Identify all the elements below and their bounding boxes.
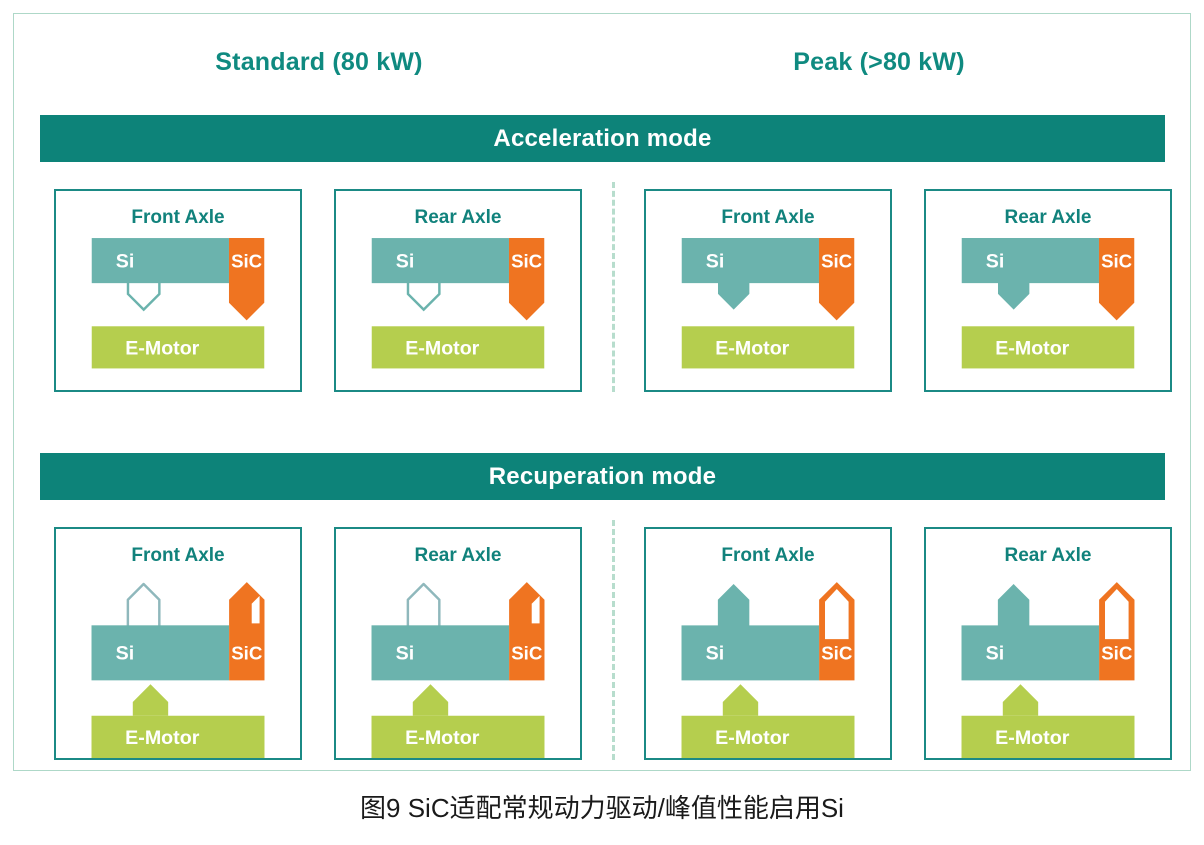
sic-block-with-solid-arrow — [508, 238, 545, 321]
emotor-label: E-Motor — [995, 338, 1069, 360]
panel-recup-standard-rear[interactable]: Rear Axle Si SiC E-Motor — [334, 527, 582, 760]
axle-diagram: Si SiC E-Motor — [681, 582, 855, 758]
si-label: Si — [706, 643, 725, 665]
emotor-label: E-Motor — [995, 727, 1070, 749]
si-label: Si — [986, 643, 1005, 665]
panel-accel-peak-rear[interactable]: Rear Axle Si SiC E-Motor — [924, 189, 1172, 392]
column-header-peak: Peak (>80 kW) — [793, 48, 965, 76]
sic-power-arrow-hollow — [1105, 588, 1129, 640]
emotor-block — [371, 326, 545, 369]
sic-power-arrow-hollow — [825, 588, 849, 640]
panel-accel-standard-front[interactable]: Front Axle Si SiC E-Motor — [54, 189, 302, 392]
emotor-power-arrow-solid — [722, 684, 759, 716]
axle-diagram: Si SiC E-Motor — [91, 582, 265, 758]
si-label: Si — [706, 250, 725, 272]
panel-title: Rear Axle — [1004, 207, 1092, 228]
axle-diagram: Si SiC E-Motor — [371, 238, 545, 369]
emotor-label: E-Motor — [715, 727, 790, 749]
sic-block-with-solid-arrow — [228, 238, 265, 321]
panel-accel-peak-front[interactable]: Front Axle Si SiC E-Motor — [644, 189, 892, 392]
si-block — [371, 238, 509, 284]
sic-arrow-notch — [251, 595, 260, 624]
emotor-label: E-Motor — [715, 338, 789, 360]
emotor-block — [681, 326, 855, 369]
figure-frame: Standard (80 kW) Peak (>80 kW) Accelerat… — [13, 13, 1191, 771]
si-label: Si — [986, 250, 1005, 272]
emotor-label: E-Motor — [405, 338, 479, 360]
emotor-power-arrow-solid — [132, 684, 169, 716]
sic-label: SiC — [1101, 250, 1132, 271]
sic-label: SiC — [821, 643, 852, 664]
si-label: Si — [116, 250, 135, 272]
sic-block-with-solid-arrow — [818, 238, 855, 321]
emotor-power-arrow-solid — [1002, 684, 1039, 716]
panel-title: Rear Axle — [414, 545, 502, 566]
panel-recup-standard-front[interactable]: Front Axle Si SiC E-Motor — [54, 527, 302, 760]
emotor-block — [91, 715, 265, 758]
axle-diagram: Si SiC E-Motor — [371, 582, 545, 758]
sic-arrow-notch — [531, 595, 540, 624]
sic-label: SiC — [231, 250, 262, 271]
axle-diagram: Si SiC E-Motor — [961, 238, 1135, 369]
emotor-block — [961, 715, 1135, 758]
axle-diagram: Si SiC E-Motor — [681, 238, 855, 369]
panel-accel-standard-rear[interactable]: Rear Axle Si SiC E-Motor — [334, 189, 582, 392]
emotor-block — [91, 326, 265, 369]
emotor-label: E-Motor — [405, 727, 480, 749]
axle-diagram: Si SiC E-Motor — [961, 582, 1135, 758]
banner-acceleration-mode: Acceleration mode — [40, 115, 1165, 162]
panel-recup-peak-rear[interactable]: Rear Axle Si SiC E-Motor — [924, 527, 1172, 760]
si-block-with-solid-arrow — [681, 584, 820, 681]
panel-title: Rear Axle — [1004, 545, 1092, 566]
si-block-with-solid-arrow — [681, 238, 819, 310]
emotor-power-arrow-solid — [412, 684, 449, 716]
banner-acceleration-label: Acceleration mode — [493, 124, 712, 152]
sic-label: SiC — [511, 250, 542, 271]
sic-label: SiC — [511, 643, 542, 664]
panel-title: Rear Axle — [414, 207, 502, 228]
banner-recuperation-label: Recuperation mode — [488, 462, 717, 490]
emotor-block — [681, 715, 855, 758]
si-label: Si — [116, 643, 135, 665]
column-headers: Standard (80 kW) Peak (>80 kW) — [14, 48, 1192, 92]
emotor-label: E-Motor — [125, 338, 199, 360]
column-header-standard: Standard (80 kW) — [215, 48, 423, 76]
panel-title: Front Axle — [131, 545, 225, 566]
si-block — [371, 625, 510, 681]
si-label: Si — [396, 250, 415, 272]
panel-title: Front Axle — [721, 545, 815, 566]
sic-label: SiC — [821, 250, 852, 271]
group-divider-acceleration — [612, 182, 615, 392]
sic-label: SiC — [1101, 643, 1132, 664]
panel-title: Front Axle — [721, 207, 815, 228]
si-block — [91, 238, 229, 284]
emotor-label: E-Motor — [125, 727, 200, 749]
figure-caption: 图9 SiC适配常规动力驱动/峰值性能启用Si — [360, 793, 844, 823]
si-label: Si — [396, 643, 415, 665]
group-divider-recuperation — [612, 520, 615, 760]
sic-block-with-solid-arrow — [1098, 238, 1135, 321]
panel-recup-peak-front[interactable]: Front Axle Si SiC E-Motor — [644, 527, 892, 760]
sic-label: SiC — [231, 643, 262, 664]
banner-recuperation-mode: Recuperation mode — [40, 453, 1165, 500]
si-power-arrow-hollow — [406, 582, 441, 631]
si-power-arrow-hollow — [126, 582, 161, 631]
axle-diagram: Si SiC E-Motor — [91, 238, 265, 369]
emotor-block — [371, 715, 545, 758]
si-block-with-solid-arrow — [961, 238, 1099, 310]
panel-title: Front Axle — [131, 207, 225, 228]
si-block-with-solid-arrow — [961, 584, 1100, 681]
si-block — [91, 625, 230, 681]
emotor-block — [961, 326, 1135, 369]
